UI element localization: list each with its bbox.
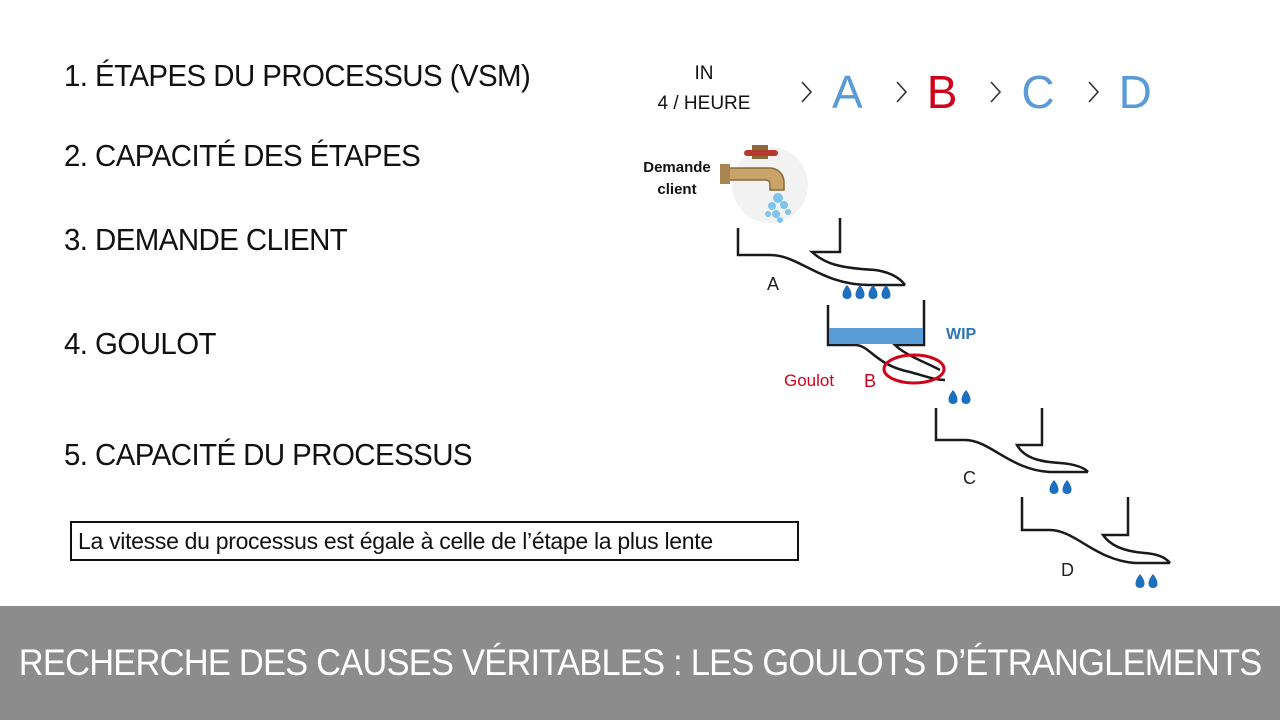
faucet-label-line1: Demande <box>643 159 711 176</box>
water-drop-icon <box>1063 480 1072 494</box>
faucet-icon <box>720 145 808 223</box>
water-drop-icon <box>949 390 958 404</box>
faucet-label-line2: client <box>657 181 696 198</box>
wip-label: WIP <box>946 326 977 343</box>
funnel-a <box>738 218 905 285</box>
water-drop-icon <box>1136 574 1145 588</box>
water-drop-icon <box>869 285 878 299</box>
water-drop-icon <box>843 285 852 299</box>
goulot-label: Goulot <box>784 371 834 390</box>
water-drop-icon <box>882 285 891 299</box>
funnel-c <box>936 408 1088 472</box>
stage-d-label: D <box>1061 560 1074 580</box>
footer-banner: RECHERCHE DES CAUSES VÉRITABLES : LES GO… <box>0 606 1280 720</box>
footer-title: RECHERCHE DES CAUSES VÉRITABLES : LES GO… <box>19 642 1262 684</box>
water-drop-icon <box>1050 480 1059 494</box>
funnel-d <box>1022 497 1170 563</box>
stage-c-label: C <box>963 468 976 488</box>
water-drop-icon <box>1149 574 1158 588</box>
bottleneck-diagram: Demande client A WIP Goulot B C D <box>0 0 1280 606</box>
water-drop-icon <box>856 285 865 299</box>
water-drop-icon <box>962 390 971 404</box>
stage-a-label: A <box>767 274 779 294</box>
bottleneck-marker <box>884 355 944 383</box>
stage-b-label: B <box>864 371 876 391</box>
wip-level <box>829 328 923 344</box>
